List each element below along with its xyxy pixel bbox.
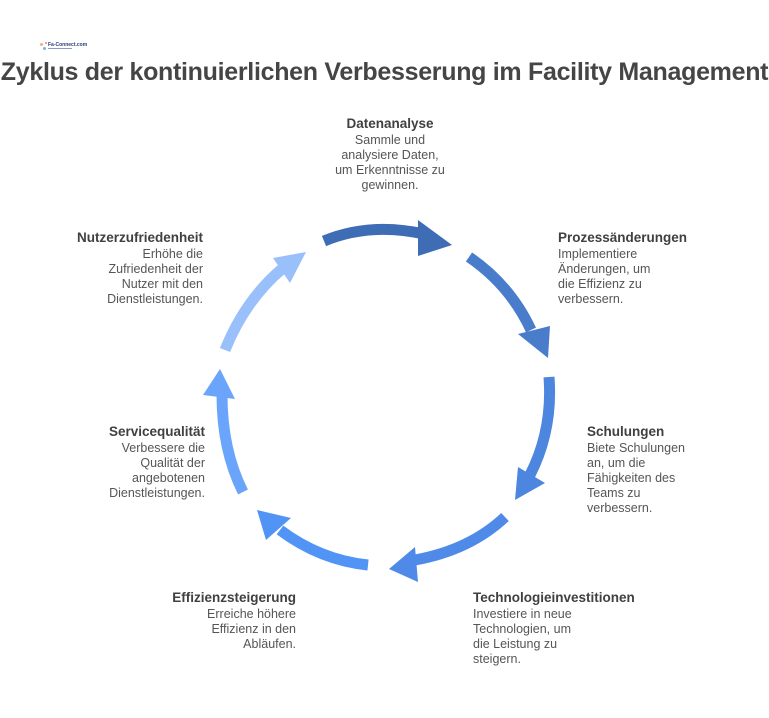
logo: Fa-Connect.com — [40, 42, 87, 52]
logo-text: Fa-Connect.com — [48, 42, 88, 48]
step-desc-line: Abläufen. — [243, 637, 296, 651]
step-desc-line: steigern. — [473, 652, 521, 666]
arrow-icon — [389, 512, 509, 582]
step-title: Datenanalyse — [346, 116, 434, 131]
step-desc-line: Änderungen, um — [558, 262, 651, 276]
page-title: Zyklus der kontinuierlichen Verbesserung… — [0, 58, 769, 86]
arrow-icon — [257, 510, 369, 571]
step-desc-line: Erreiche höhere — [207, 607, 296, 621]
step-desc-line: Implementiere — [558, 247, 638, 261]
step-desc-line: an, um die — [587, 456, 646, 470]
step-desc-line: Qualität der — [140, 456, 205, 470]
step-desc-line: die Leistung zu — [473, 637, 558, 651]
step-desc-line: Dienstleistungen. — [107, 292, 203, 306]
step-desc-line: Zufriedenheit der — [108, 262, 203, 276]
logo-dot — [40, 43, 43, 46]
arrow-icon — [219, 252, 306, 353]
step-desc-line: Fähigkeiten des — [587, 471, 676, 485]
step-schulungen: Schulungen Biete Schulungen an, um die F… — [587, 424, 717, 516]
arrow-icon — [465, 252, 550, 358]
step-technologieinvestitionen: Technologieinvestitionen Investiere in n… — [473, 590, 663, 667]
logo-dot — [45, 42, 47, 44]
step-datenanalyse: Datenanalyse Sammle und analysiere Daten… — [305, 116, 475, 193]
step-desc-line: Dienstleistungen. — [109, 486, 205, 500]
step-desc-line: Teams zu — [587, 486, 641, 500]
step-desc-line: Erhöhe die — [142, 247, 203, 261]
step-title: Effizienzsteigerung — [172, 590, 296, 605]
step-nutzerzufriedenheit: Nutzerzufriedenheit Erhöhe die Zufrieden… — [70, 230, 203, 307]
step-title: Nutzerzufriedenheit — [76, 230, 203, 245]
logo-underline — [48, 48, 72, 49]
step-desc-line: verbessern. — [587, 501, 653, 515]
step-desc-line: analysiere Daten, — [341, 148, 439, 162]
step-desc-line: um Erkenntnisse zu — [335, 163, 445, 177]
step-desc-line: Investiere in neue — [473, 607, 572, 621]
logo-dot — [43, 47, 46, 50]
arrow-icon — [321, 220, 452, 256]
arrow-icon — [515, 376, 556, 500]
step-desc-line: Biete Schulungen — [587, 441, 685, 455]
step-desc-line: Technologien, um — [473, 622, 571, 636]
step-desc-line: Effizienz in den — [211, 622, 296, 636]
step-desc-line: angebotenen — [132, 471, 205, 485]
step-desc-line: Nutzer mit den — [121, 277, 203, 291]
step-effizienzsteigerung: Effizienzsteigerung Erreiche höhere Effi… — [160, 590, 296, 652]
step-prozessaenderungen: Prozessänderungen Implementiere Änderung… — [558, 230, 718, 307]
step-servicequalitaet: Servicequalität Verbessere die Qualität … — [70, 424, 205, 501]
step-desc-line: die Effizienz zu — [558, 277, 642, 291]
step-title: Servicequalität — [108, 424, 205, 439]
step-desc-line: verbessern. — [558, 292, 624, 306]
step-desc-line: Sammle und — [354, 133, 426, 147]
step-desc-line: gewinnen. — [361, 178, 419, 192]
step-title: Schulungen — [587, 424, 665, 439]
step-desc-line: Verbessere die — [121, 441, 205, 455]
step-title: Prozessänderungen — [558, 230, 688, 245]
step-title: Technologieinvestitionen — [473, 590, 635, 605]
arrow-icon — [203, 369, 248, 495]
